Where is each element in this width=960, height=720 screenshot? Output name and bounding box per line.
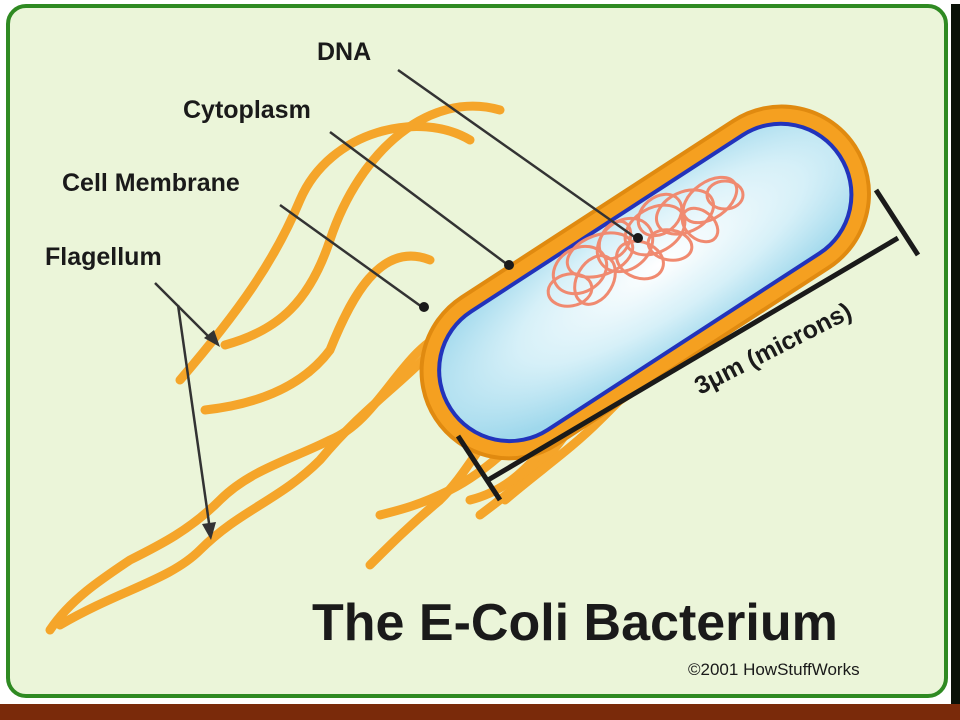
- dna-tangle: [546, 175, 745, 308]
- flagellum-label: Flagellum: [45, 243, 162, 271]
- cell-membrane: [437, 121, 854, 444]
- flagellum-strand: [200, 251, 435, 415]
- right-edge-bar: [951, 4, 960, 704]
- cell-membrane-pointer-line: [279, 203, 423, 309]
- scale-bar-end-cap: [455, 434, 503, 502]
- dna-label: DNA: [317, 38, 371, 66]
- bottom-edge-bar: [0, 704, 960, 720]
- cell-membrane-pointer-dot: [419, 302, 429, 312]
- dna-pointer-line: [397, 68, 637, 240]
- flagellum-arrowhead: [202, 522, 216, 540]
- diagram-title: The E-Coli Bacterium: [312, 594, 838, 652]
- scale-bar: [455, 188, 921, 502]
- flagellum-strand: [220, 101, 505, 350]
- scale-bar-line: [486, 235, 900, 483]
- cytoplasm-pointer-dot: [504, 260, 514, 270]
- scale-bar-end-cap: [873, 188, 921, 257]
- dna-pointer-dot: [633, 233, 643, 243]
- cytoplasm-label: Cytoplasm: [183, 96, 311, 124]
- cytoplasm-pointer-line: [329, 130, 509, 267]
- flagellum-pointer-line: [154, 282, 213, 341]
- flagellum-arrowhead: [204, 330, 220, 347]
- copyright-credit: ©2001 HowStuffWorks: [688, 660, 860, 679]
- flagellum-strand: [55, 325, 455, 630]
- flagellum-pointer-line: [176, 304, 212, 531]
- pointer-lines: [154, 68, 637, 540]
- cell-membrane-label: Cell Membrane: [62, 169, 240, 197]
- flagellum-strand: [45, 325, 455, 635]
